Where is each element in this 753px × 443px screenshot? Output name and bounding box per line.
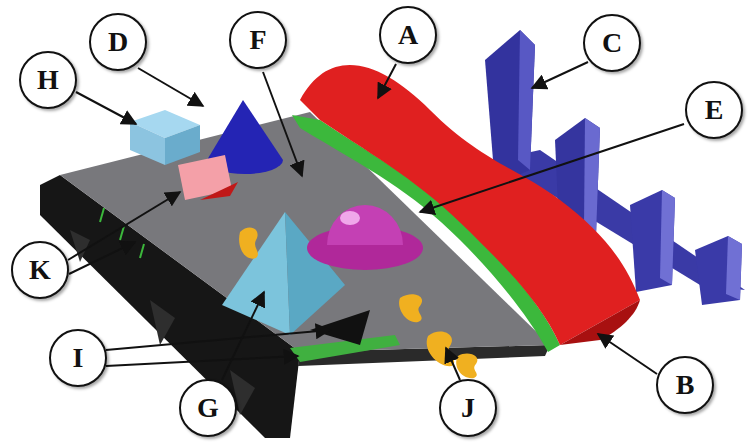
leader-arrow bbox=[378, 64, 396, 98]
callout-circle: C bbox=[583, 14, 641, 72]
leader-arrow bbox=[69, 242, 135, 274]
red-wave-surface bbox=[560, 300, 640, 345]
box bbox=[130, 122, 165, 165]
callout-letter: F bbox=[249, 26, 266, 54]
leader-arrow bbox=[68, 192, 180, 260]
leader-arrow bbox=[446, 348, 460, 380]
pyramid bbox=[222, 212, 345, 335]
leader-arrow bbox=[138, 68, 203, 106]
green-arrow-slot bbox=[310, 310, 370, 345]
leader-arrow bbox=[598, 334, 657, 374]
leader-arrow bbox=[222, 292, 264, 380]
green-arrow-slot bbox=[290, 310, 400, 362]
callout-letter: J bbox=[461, 394, 475, 422]
leader-arrow bbox=[420, 124, 684, 212]
blue-ribbed-wall bbox=[630, 190, 675, 292]
yellow-shapes bbox=[239, 227, 258, 258]
plate bbox=[100, 208, 104, 222]
blue-ribbed-wall bbox=[518, 30, 535, 170]
callout-circle: B bbox=[656, 356, 714, 414]
callout-circle: H bbox=[19, 51, 77, 109]
pink-square bbox=[178, 155, 238, 200]
callout-letter: B bbox=[676, 371, 695, 399]
dome bbox=[307, 205, 423, 270]
blue-ribbed-wall bbox=[584, 118, 600, 235]
callout-letter: E bbox=[705, 96, 724, 124]
callout-letter: A bbox=[398, 21, 418, 49]
leader-arrow bbox=[76, 92, 136, 124]
callout-letter: K bbox=[29, 256, 51, 284]
box bbox=[165, 125, 200, 165]
yellow-shapes bbox=[427, 331, 455, 366]
yellow-shapes bbox=[239, 227, 477, 378]
blue-ribbed-wall bbox=[660, 190, 675, 285]
callout-circle: I bbox=[49, 329, 107, 387]
blue-ribbed-wall bbox=[695, 236, 742, 305]
leader-arrow bbox=[263, 72, 302, 176]
leader-arrow bbox=[106, 330, 330, 350]
callout-circle: K bbox=[11, 241, 69, 299]
callout-letter: D bbox=[108, 28, 128, 56]
pyramid bbox=[222, 212, 290, 335]
callout-circle: E bbox=[685, 81, 743, 139]
callout-circle: G bbox=[179, 379, 237, 437]
callout-circle: J bbox=[439, 379, 497, 437]
yellow-shapes bbox=[456, 354, 477, 379]
blue-ribbed-wall bbox=[726, 236, 742, 300]
callout-letter: G bbox=[197, 394, 219, 422]
callout-letter: H bbox=[37, 66, 59, 94]
yellow-shapes bbox=[399, 294, 422, 322]
dome bbox=[327, 205, 403, 245]
plate bbox=[150, 300, 175, 345]
callout-letter: I bbox=[73, 344, 84, 372]
red-wave-surface bbox=[300, 65, 640, 345]
red-wave-surface bbox=[300, 65, 640, 345]
pink-square bbox=[200, 182, 238, 200]
callout-circle: F bbox=[229, 11, 287, 69]
callout-circle: D bbox=[89, 13, 147, 71]
callout-circle: A bbox=[379, 6, 437, 64]
leader-arrow bbox=[106, 356, 298, 366]
leader-arrow bbox=[68, 62, 684, 380]
leader-arrow bbox=[532, 62, 588, 88]
box bbox=[130, 110, 200, 165]
plate bbox=[140, 244, 144, 258]
dome bbox=[340, 211, 360, 225]
callout-letter: C bbox=[602, 29, 622, 57]
